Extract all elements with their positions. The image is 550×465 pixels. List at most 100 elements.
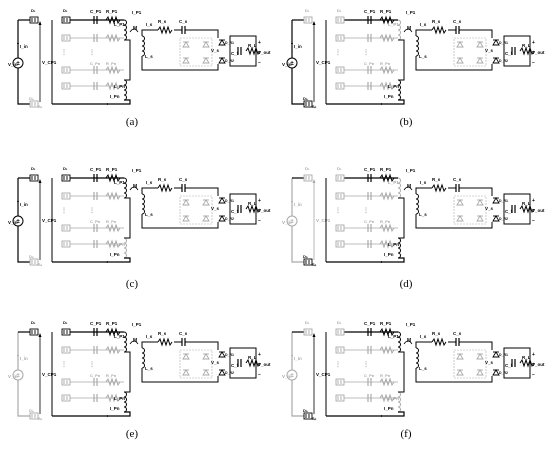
bridge-diode-icon xyxy=(182,57,190,64)
cp1-capacitor-icon xyxy=(93,174,98,182)
parallel-resistor-icon xyxy=(379,65,395,75)
lpn-label: L_Pn xyxy=(114,396,125,401)
return-wire xyxy=(326,99,405,105)
s1-switch-icon xyxy=(29,174,39,182)
rs-resistor-icon xyxy=(157,183,173,193)
cp1-label: C_P1 xyxy=(364,9,376,14)
vout-label: V_out xyxy=(258,362,271,367)
vin-label: V_in xyxy=(282,374,292,379)
vout-minus: − xyxy=(258,372,261,378)
vout-label: V_out xyxy=(532,208,545,213)
mutual-arc-icon xyxy=(129,340,139,345)
load-box xyxy=(503,347,531,379)
d1b-label: D₁ xyxy=(337,8,342,13)
s1b-switch-icon xyxy=(61,16,71,24)
parallel-switch-icon xyxy=(335,66,345,74)
parallel-switch-icon xyxy=(335,34,345,42)
cf-capacitor-icon xyxy=(237,47,242,55)
cs-capacitor-icon xyxy=(455,338,460,346)
load-box xyxy=(229,193,257,225)
is-label: I_s xyxy=(146,22,153,27)
secondary-bottom-wire xyxy=(415,368,493,383)
vcp-label: V_CP1 xyxy=(42,372,57,377)
vs-label: V_s xyxy=(485,48,494,53)
ls-coil-icon xyxy=(415,193,419,215)
sn-label: Sₙ xyxy=(312,104,317,109)
is-label: I_s xyxy=(420,22,427,27)
rp1-resistor-icon xyxy=(379,173,395,183)
cf-label: C_f xyxy=(231,51,239,56)
load-box xyxy=(503,35,531,67)
parallel-capacitor-icon xyxy=(93,378,98,386)
vcp-label: V_CP1 xyxy=(316,218,331,223)
is-label: I_s xyxy=(146,180,153,185)
cpn-label: C_Pn xyxy=(90,219,101,224)
dn-label: Dₙ xyxy=(29,96,34,101)
dr1-diode-icon xyxy=(492,197,500,204)
vcp-label: V_CP1 xyxy=(42,60,57,65)
bridge-diode-icon xyxy=(182,199,190,206)
rs-resistor-icon xyxy=(157,337,173,347)
secondary-top-wire-a xyxy=(141,29,158,36)
lpn-label: L_Pn xyxy=(388,84,399,89)
bridge-diode-icon xyxy=(456,369,464,376)
lp1-coil-icon xyxy=(397,331,401,353)
rpn-label: R_Pn xyxy=(380,61,391,66)
parallel-resistor-icon xyxy=(379,223,395,233)
bridge-diode-icon xyxy=(182,41,190,48)
bridge-diode-icon xyxy=(182,369,190,376)
vout-plus: + xyxy=(532,352,535,358)
rp1-resistor-icon xyxy=(105,327,121,337)
dr2-diode-icon xyxy=(218,215,226,222)
sn-label: Sₙ xyxy=(312,416,317,421)
parallel-switch-icon xyxy=(61,346,71,354)
iin-label: I_in xyxy=(294,356,302,361)
iin-label: I_in xyxy=(20,202,28,207)
dots-left: ⋮ xyxy=(61,49,67,56)
rp1-resistor-icon xyxy=(379,327,395,337)
dr1-diode-icon xyxy=(218,39,226,46)
s1b-switch-icon xyxy=(335,328,345,336)
lp1-label: L_P1 xyxy=(388,22,399,27)
ip1-label: I_P1 xyxy=(132,322,142,327)
mutual-arc-icon xyxy=(403,186,413,191)
bridge-diode-icon xyxy=(476,41,484,48)
rp1-label: R_P1 xyxy=(380,321,392,326)
parallel-capacitor-icon xyxy=(93,82,98,90)
secondary-top-wire-a xyxy=(415,341,432,348)
rl-label: R_L xyxy=(522,355,531,360)
vin-source-symbol: ± xyxy=(16,219,20,225)
cpn-label: C_Pn xyxy=(90,373,101,378)
ls-label: L_s xyxy=(419,54,427,59)
vin-source-icon xyxy=(286,215,298,227)
bridge-diode-icon xyxy=(476,369,484,376)
d1-label: D₁ xyxy=(305,166,310,171)
s1-switch-icon xyxy=(29,328,39,336)
vcp-label: V_CP1 xyxy=(316,372,331,377)
bridge-box xyxy=(179,349,213,379)
is-label: I_s xyxy=(146,334,153,339)
s1-switch-icon xyxy=(303,328,313,336)
ipn-label: I_Pn xyxy=(110,252,120,257)
vin-label: V_in xyxy=(282,62,292,67)
vout-minus: − xyxy=(532,218,535,224)
d1b-label: D₁ xyxy=(337,320,342,325)
mutual-arc-icon xyxy=(129,186,139,191)
rp1-label: R_P1 xyxy=(380,167,392,172)
parallel-switch-icon xyxy=(335,192,345,200)
iin-label: I_in xyxy=(294,202,302,207)
d1b-label: D₁ xyxy=(63,8,68,13)
panel-caption: (c) xyxy=(125,278,139,290)
parallel-resistor-icon xyxy=(105,223,121,233)
cs-capacitor-icon xyxy=(455,26,460,34)
lpn-coil-icon xyxy=(123,237,127,259)
dr1-diode-icon xyxy=(218,351,226,358)
parallel-switch-icon xyxy=(61,192,71,200)
parallel-switch-icon xyxy=(335,394,345,402)
cf-label: C_f xyxy=(231,363,239,368)
ip1-label: I_P1 xyxy=(132,10,142,15)
iin-label: I_in xyxy=(20,356,28,361)
iin-arrow-icon xyxy=(17,199,19,202)
dr1-diode-icon xyxy=(492,39,500,46)
